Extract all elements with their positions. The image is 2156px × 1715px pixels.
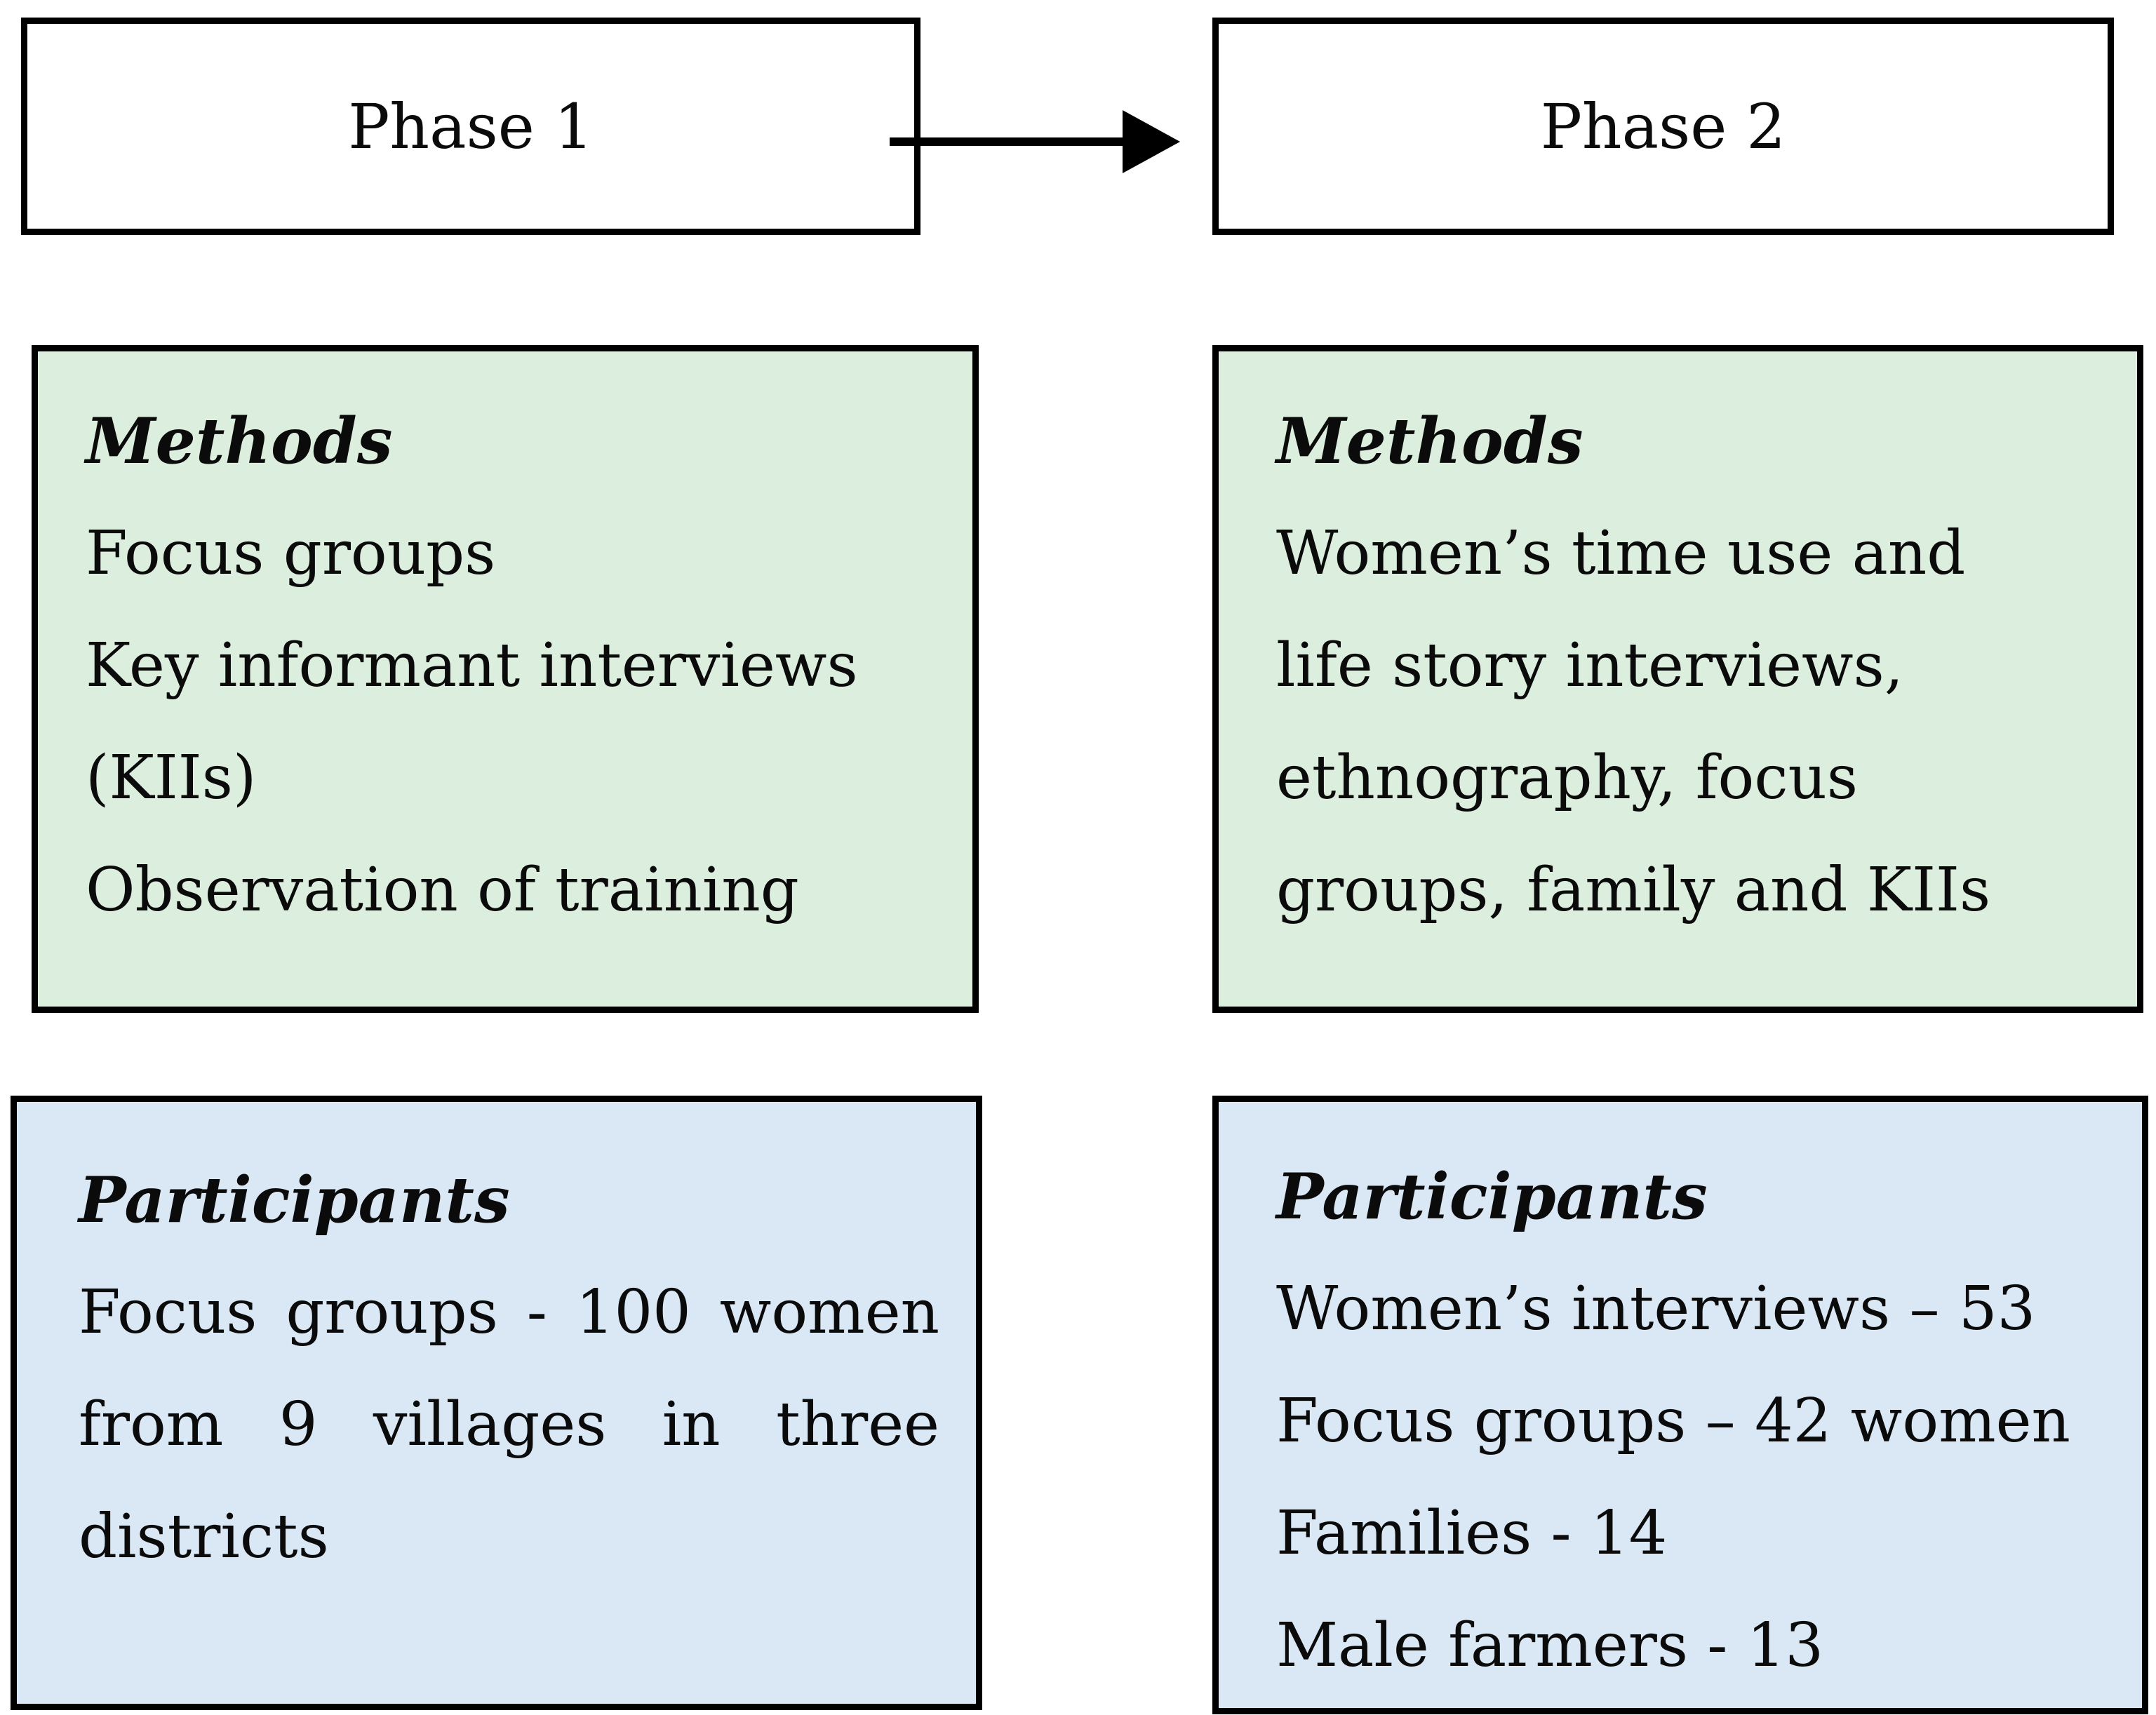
phase2-methods-title: Methods xyxy=(1276,404,1583,478)
phase2-participants-line: Focus groups – 42 women xyxy=(1276,1386,2070,1456)
phase1-participants-line: districts xyxy=(79,1502,329,1572)
phase1-label: Phase 1 xyxy=(348,90,594,163)
phase2-methods-line: Women’s time use and xyxy=(1276,518,1966,589)
phase1-methods-line: Observation of training xyxy=(86,855,799,925)
phase1-participants-box: Participants Focus groups - 100 women fr… xyxy=(11,1096,982,1710)
phase1-participants-line: from 9 villages in three xyxy=(79,1390,939,1460)
phase2-participants-box: Participants Women’s interviews – 53 Foc… xyxy=(1212,1096,2148,1714)
phase2-participants-title: Participants xyxy=(1276,1159,1708,1234)
phase1-participants-title: Participants xyxy=(79,1163,510,1237)
phase2-methods-line: life story interviews, xyxy=(1276,631,1904,701)
phase1-methods-line: Focus groups xyxy=(86,518,496,589)
phase2-methods-line: ethnography, focus xyxy=(1276,743,1859,813)
phase2-label: Phase 2 xyxy=(1540,90,1786,163)
phase1-methods-box: Methods Focus groups Key informant inter… xyxy=(32,345,979,1013)
phase2-participants-line: Families - 14 xyxy=(1276,1498,1668,1568)
phase2-participants-line: Male farmers - 13 xyxy=(1276,1610,1824,1681)
phase2-box: Phase 2 xyxy=(1212,18,2114,235)
phase1-methods-line: (KIIs) xyxy=(86,743,257,813)
phase2-methods-line: groups, family and KIIs xyxy=(1276,855,1991,925)
phase1-methods-line: Key informant interviews xyxy=(86,631,858,701)
phase2-participants-line: Women’s interviews – 53 xyxy=(1276,1274,2036,1344)
phase2-methods-box: Methods Women’s time use and life story … xyxy=(1212,345,2143,1013)
phase1-participants-line: Focus groups - 100 women xyxy=(79,1277,939,1347)
phase1-methods-title: Methods xyxy=(86,404,393,478)
phase1-box: Phase 1 xyxy=(21,18,920,235)
arrow-right-head-icon xyxy=(1123,110,1180,173)
arrow-right-line-icon xyxy=(890,137,1128,146)
